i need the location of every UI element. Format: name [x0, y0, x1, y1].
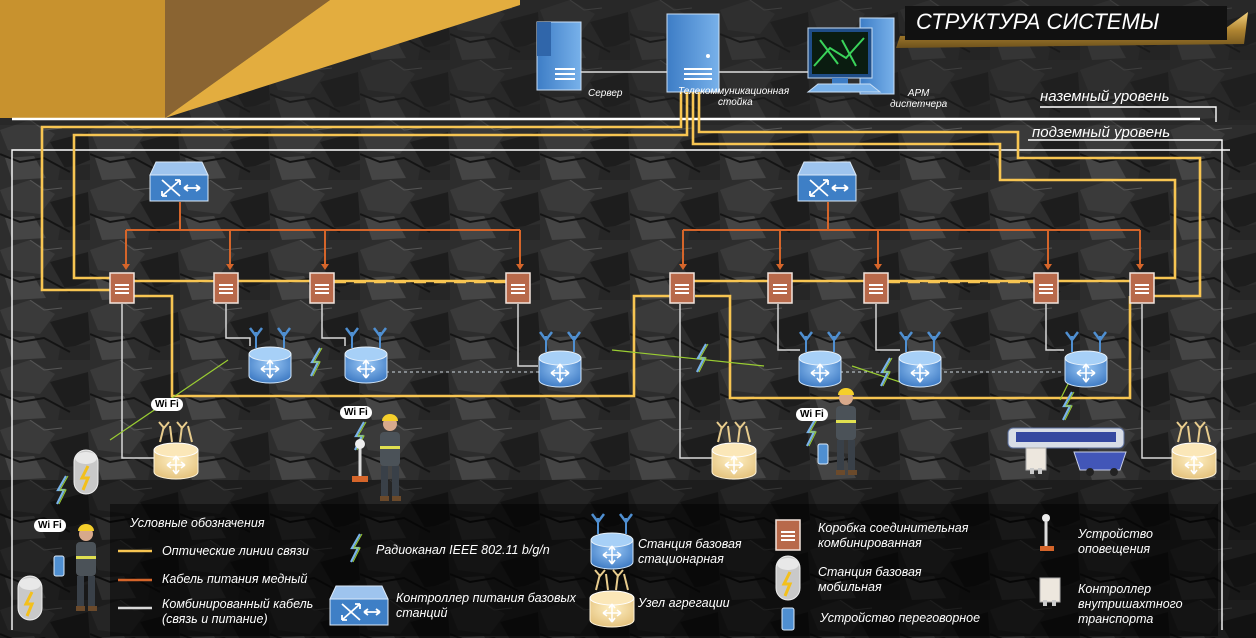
legend-optical-label: Оптические линии связи: [162, 544, 309, 558]
alert-device-icon: [352, 439, 368, 482]
wifi-badge: Wi Fi: [151, 394, 183, 412]
telecom-rack-icon: [666, 13, 720, 93]
server-icon: [536, 21, 582, 91]
junction-box: [1033, 272, 1059, 304]
combined-cable: [121, 304, 1172, 459]
underground-level-label: подземный уровень: [1032, 124, 1171, 141]
legend-copper-label: Кабель питания медный: [162, 572, 308, 586]
arm-label: АРМ диспетчера: [890, 88, 948, 110]
wifi-badge: Wi Fi: [796, 404, 828, 422]
legend-alert-label: Устройство оповещения: [1078, 527, 1153, 556]
legend-header: Условные обозначения: [130, 516, 265, 530]
rack-label: Телекоммуникационная стойка: [678, 86, 790, 108]
legend-psu-icon: [329, 585, 389, 626]
junction-box: [309, 272, 335, 304]
legend-radio-label: Радиоканал IEEE 802.11 b/g/n: [376, 543, 550, 557]
dispatcher-workstation-icon: [806, 17, 895, 95]
junction-box: [669, 272, 695, 304]
legend-junction-box-label: Коробка соединительная комбинированная: [818, 521, 969, 550]
mobile-base-station: [16, 574, 44, 622]
legend-controller-label: Контроллер внутришахтного транспорта: [1078, 582, 1183, 626]
legend-controller-icon: [1039, 577, 1061, 606]
legend-mobile-station-icon: [774, 554, 802, 602]
psu-controller-right: [797, 161, 857, 202]
junction-box: [505, 272, 531, 304]
wifi-badge: Wi Fi: [340, 402, 372, 420]
legend-base-station-label: Станция базовая стационарная: [638, 537, 742, 566]
server-label: Сервер: [588, 88, 623, 99]
junction-box: [863, 272, 889, 304]
junction-box: [213, 272, 239, 304]
psu-controller-left: [149, 161, 209, 202]
mobile-base-station: [72, 448, 100, 496]
surface-level-label: наземный уровень: [1040, 88, 1170, 105]
wifi-badge: Wi Fi: [34, 515, 66, 533]
legend-aggregation-label: Узел агрегации: [638, 596, 730, 610]
junction-box: [767, 272, 793, 304]
junction-box: [109, 272, 135, 304]
copper-power-cable: [125, 202, 1141, 266]
legend-psu-label: Контроллер питания базовых станций: [396, 591, 576, 620]
legend-phone-label: Устройство переговорное: [820, 611, 981, 625]
mine-transport-icon: [1007, 427, 1127, 476]
junction-box: [1129, 272, 1155, 304]
legend-phone-icon: [781, 607, 795, 631]
transport-controller-icon: [1025, 447, 1047, 474]
legend-mobile-station-label: Станция базовая мобильная: [818, 565, 922, 594]
page-title: СТРУКТУРА СИСТЕМЫ: [916, 9, 1160, 34]
legend-junction-box-icon: [775, 519, 801, 551]
legend-combined-label: Комбинированный кабель (связь и питание): [162, 597, 314, 626]
legend-alert-icon: [1040, 514, 1054, 551]
